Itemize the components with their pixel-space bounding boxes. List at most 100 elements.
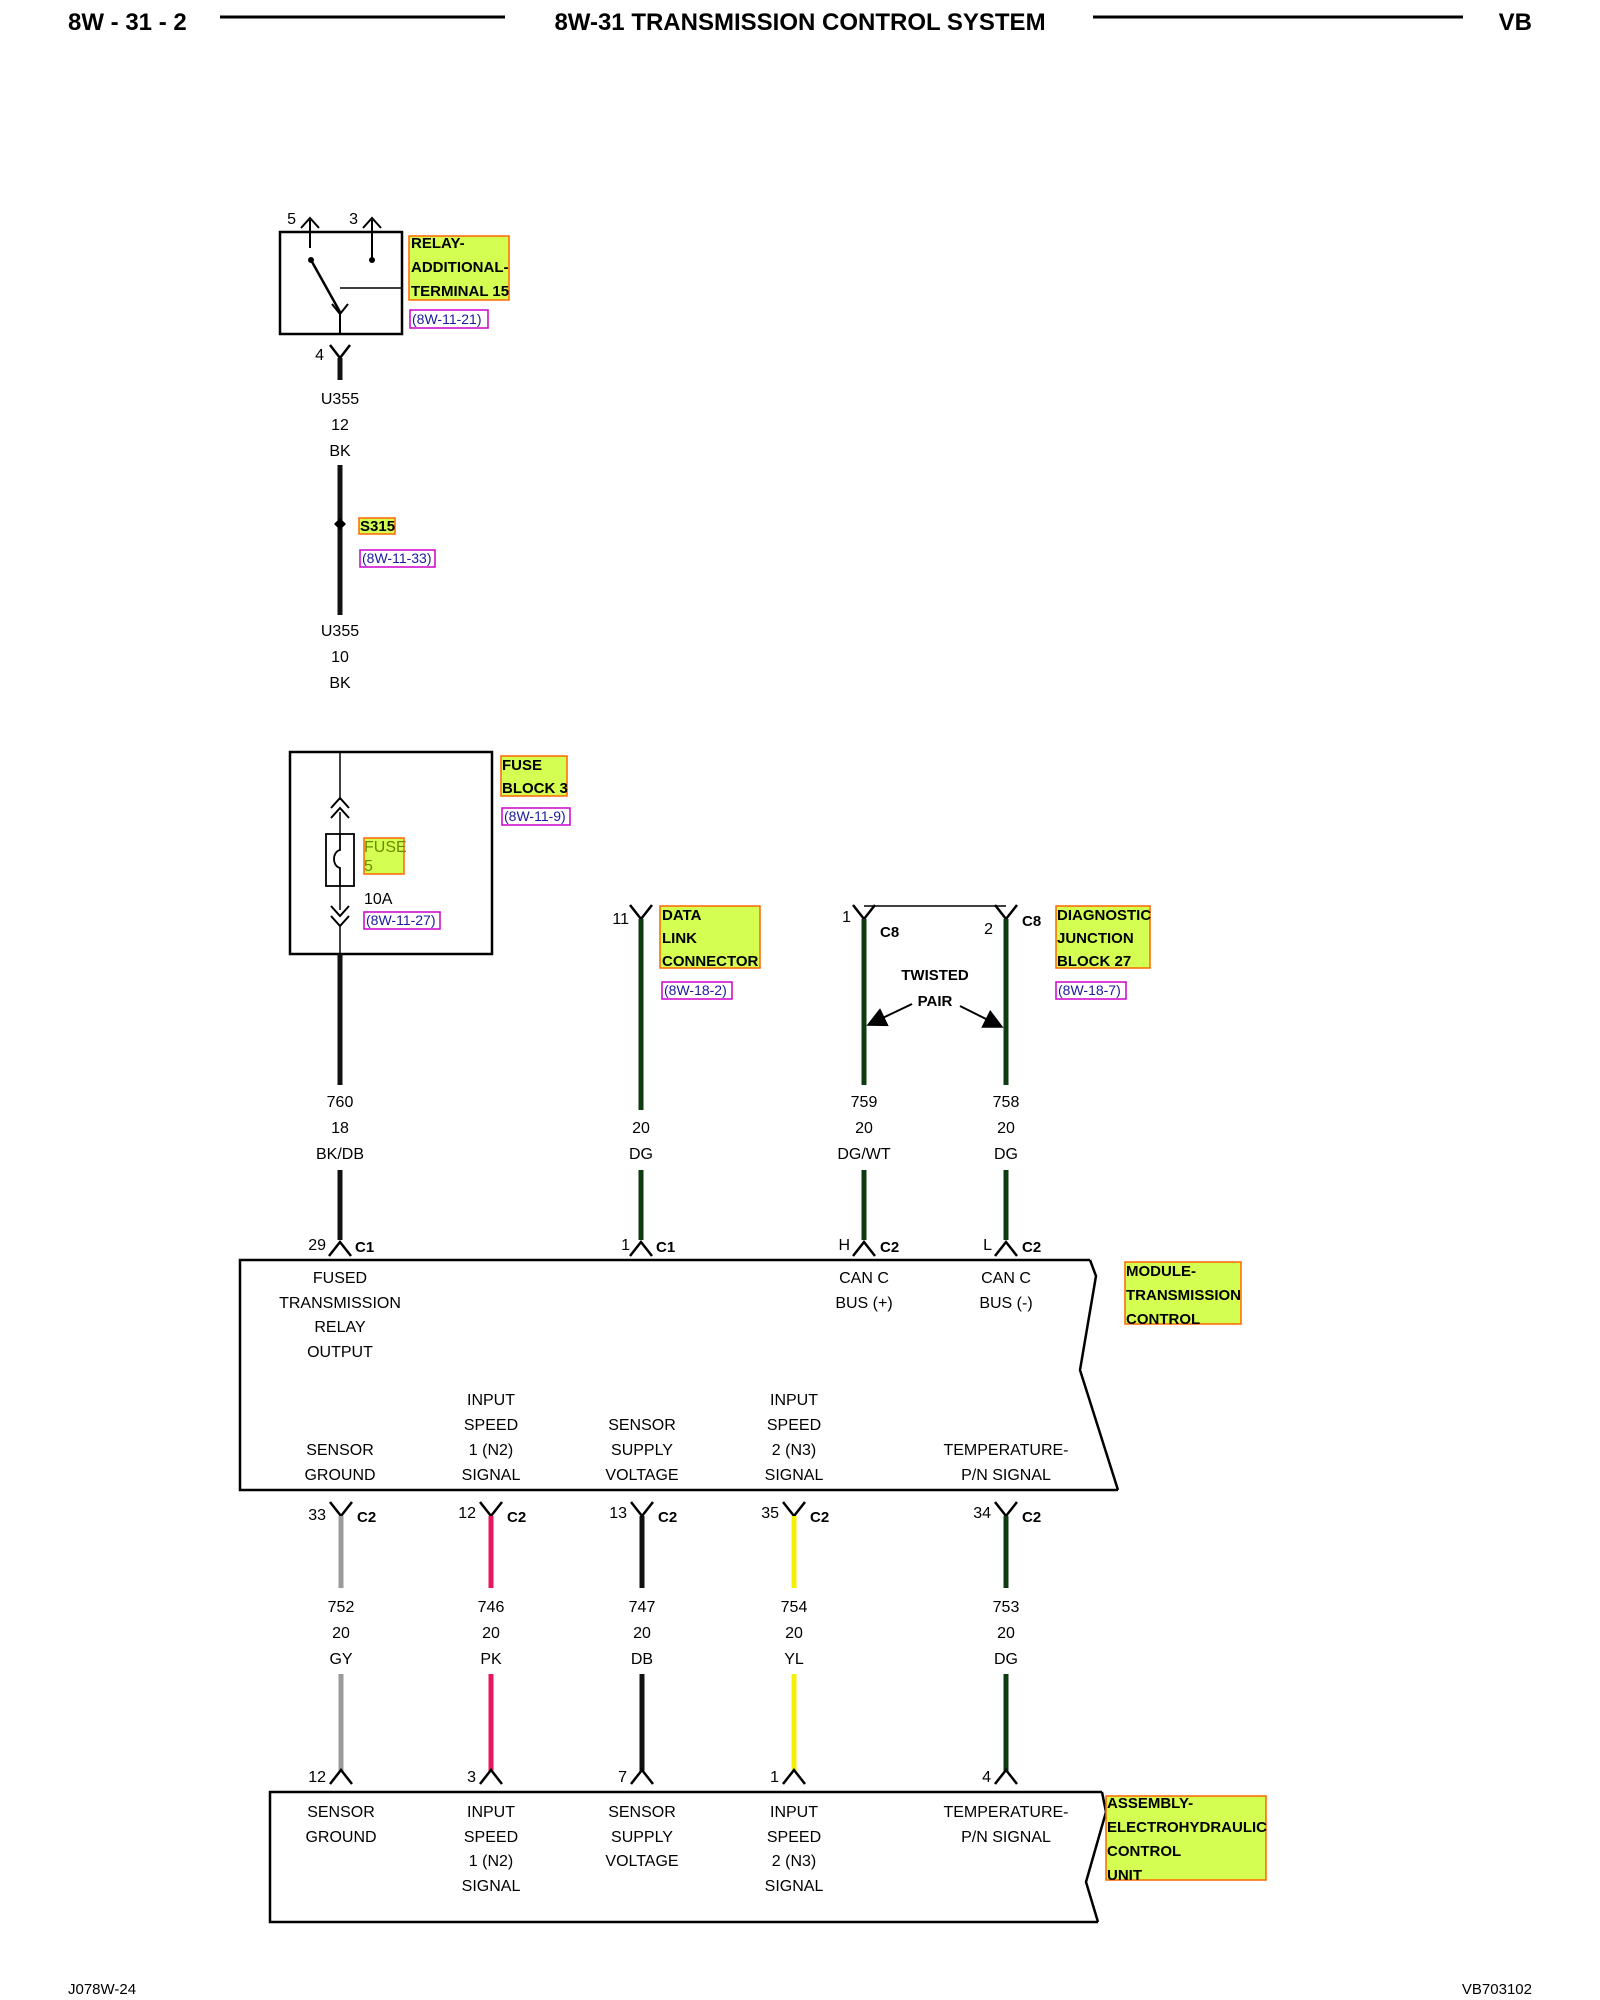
svg-text:TEMPERATURE-: TEMPERATURE- [943,1442,1068,1459]
relay-pin-5: 5 [287,211,296,228]
svg-text:GROUND: GROUND [304,1467,375,1484]
djb-name-line-1: DIAGNOSTIC [1057,907,1151,924]
svg-text:2 (N3): 2 (N3) [772,1853,816,1870]
lower-wire-gy: 33 C2 752 20 GY 12 [308,1501,376,1786]
svg-text:TRANSMISSION: TRANSMISSION [279,1295,401,1312]
relay-additional-terminal-15: 5 3 4 RELAY- ADDITIONAL- TERMINAL 15 (8W… [278,211,510,364]
svg-text:INPUT: INPUT [467,1392,515,1409]
tcm-label-can-c-plus: CAN C BUS (+) [835,1270,892,1312]
svg-text:13: 13 [609,1505,627,1522]
module-transmission-control: MODULE- TRANSMISSION CONTROL FUSED TRANS… [238,1258,1242,1492]
splice-s315: S315 (8W-11-33) [334,517,436,568]
svg-text:DG: DG [994,1651,1018,1668]
ehu-name-line-4: UNIT [1107,1867,1142,1884]
relay-name-line-1: RELAY- [411,235,465,252]
svg-text:1 (N2): 1 (N2) [469,1853,513,1870]
svg-text:760: 760 [327,1094,354,1111]
ehu-name-line-1: ASSEMBLY- [1107,1795,1193,1812]
svg-text:FUSED: FUSED [313,1270,367,1287]
svg-text:DG: DG [994,1146,1018,1163]
svg-text:YL: YL [784,1651,804,1668]
svg-text:INPUT: INPUT [467,1804,515,1821]
fuse-block-name-line-2: BLOCK 3 [502,780,568,797]
svg-text:747: 747 [629,1599,656,1616]
ehu-label-temperature: TEMPERATURE- P/N SIGNAL [943,1804,1068,1846]
svg-text:GROUND: GROUND [305,1829,376,1846]
djb-pin-1: 1 [842,909,851,926]
ehu-label-sensor-supply: SENSOR SUPPLY VOLTAGE [605,1804,678,1870]
svg-text:20: 20 [482,1625,500,1642]
ehu-label-sensor-ground: SENSOR GROUND [305,1804,376,1846]
relay-wire-label: U355 12 BK [321,391,359,460]
svg-text:12: 12 [331,417,349,434]
fuse-ref-link[interactable]: (8W-11-27) [366,912,436,928]
svg-text:SIGNAL: SIGNAL [462,1467,521,1484]
twisted-pair-line-1: TWISTED [901,967,969,984]
svg-text:20: 20 [785,1625,803,1642]
svg-text:CAN C: CAN C [839,1270,889,1287]
svg-text:SPEED: SPEED [464,1417,518,1434]
splice-wire-label: U355 10 BK [318,618,362,702]
svg-text:20: 20 [997,1625,1015,1642]
ehu-label-input-speed-2: INPUT SPEED 2 (N3) SIGNAL [765,1804,824,1895]
svg-text:SENSOR: SENSOR [307,1804,375,1821]
tcm-name-line-1: MODULE- [1126,1263,1196,1280]
tcm-label-can-c-minus: CAN C BUS (-) [979,1270,1032,1312]
djb-ref-link[interactable]: (8W-18-7) [1058,982,1121,998]
svg-text:VOLTAGE: VOLTAGE [605,1853,678,1870]
svg-text:33: 33 [308,1507,326,1524]
svg-text:C2: C2 [658,1509,677,1526]
tcm-label-sensor-ground: SENSOR GROUND [304,1442,375,1484]
svg-text:TEMPERATURE-: TEMPERATURE- [943,1804,1068,1821]
svg-text:20: 20 [633,1625,651,1642]
fuse-rating: 10A [364,891,393,908]
svg-text:INPUT: INPUT [770,1804,818,1821]
lower-wire-dg: 34 C2 753 20 DG 4 [973,1501,1041,1786]
svg-text:20: 20 [632,1120,650,1137]
footer-right-code: VB703102 [1462,1981,1532,1998]
page-footer: J078W-24 VB703102 [68,1981,1532,1998]
relay-name-line-2: ADDITIONAL- [411,259,509,276]
svg-text:BUS (+): BUS (+) [835,1295,892,1312]
svg-text:4: 4 [982,1769,991,1786]
svg-text:29: 29 [308,1237,326,1254]
svg-text:1: 1 [621,1237,630,1254]
fuse-block-ref-link[interactable]: (8W-11-9) [504,808,566,824]
svg-text:20: 20 [997,1120,1015,1137]
svg-text:3: 3 [467,1769,476,1786]
svg-text:P/N SIGNAL: P/N SIGNAL [961,1467,1051,1484]
svg-text:12: 12 [308,1769,326,1786]
assembly-electrohydraulic-control-unit: ASSEMBLY- ELECTROHYDRAULIC CONTROL UNIT … [268,1790,1267,1924]
dlc-ref-link[interactable]: (8W-18-2) [664,982,727,998]
relay-callout [408,235,510,301]
svg-text:BK: BK [329,675,351,692]
svg-text:SUPPLY: SUPPLY [611,1442,673,1459]
svg-text:752: 752 [328,1599,355,1616]
svg-text:H: H [838,1237,850,1254]
svg-text:2 (N3): 2 (N3) [772,1442,816,1459]
svg-text:RELAY: RELAY [314,1319,366,1336]
data-link-connector: 11 DATA LINK CONNECTOR (8W-18-2) [612,904,761,1000]
fuse-block-3: FUSE 5 10A (8W-11-27) FUSE BLOCK 3 (8W-1… [288,750,571,956]
svg-text:SPEED: SPEED [767,1829,821,1846]
svg-text:SUPPLY: SUPPLY [611,1829,673,1846]
svg-text:P/N SIGNAL: P/N SIGNAL [961,1829,1051,1846]
svg-text:SENSOR: SENSOR [306,1442,374,1459]
svg-text:VOLTAGE: VOLTAGE [605,1467,678,1484]
lower-wire-pk: 12 C2 746 20 PK 3 [458,1501,526,1786]
svg-text:10: 10 [331,649,349,666]
relay-ref-link[interactable]: (8W-11-21) [412,311,482,327]
svg-text:DG/WT: DG/WT [837,1146,891,1163]
svg-text:34: 34 [973,1505,991,1522]
tcm-label-fused-output: FUSED TRANSMISSION RELAY OUTPUT [279,1270,401,1361]
svg-text:BUS (-): BUS (-) [979,1295,1032,1312]
svg-text:C1: C1 [656,1239,675,1256]
dlc-name-line-3: CONNECTOR [662,953,759,970]
svg-text:BK/DB: BK/DB [316,1146,364,1163]
djb-name-line-2: JUNCTION [1057,930,1134,947]
svg-text:C2: C2 [810,1509,829,1526]
lower-wire-db: 13 C2 747 20 DB 7 [609,1501,677,1786]
svg-text:PK: PK [480,1651,502,1668]
splice-ref-link[interactable]: (8W-11-33) [362,550,432,566]
